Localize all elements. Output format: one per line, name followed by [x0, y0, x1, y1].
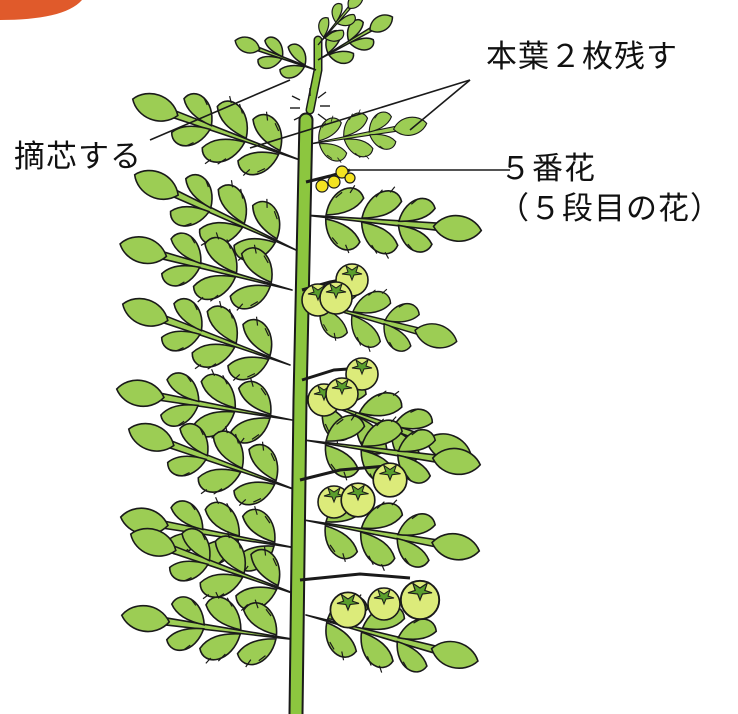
label-fifth-flower-sub: （５段目の花）	[498, 191, 722, 227]
truss-1-fruits	[299, 572, 441, 629]
top-shoot	[228, 0, 402, 121]
leader-keep-left	[249, 79, 471, 149]
leader-keep-right	[409, 79, 471, 131]
label-keep-two-leaves: 本葉２枚残す	[486, 39, 678, 75]
label-pinch: 摘芯する	[14, 139, 142, 175]
main-stem	[288, 112, 314, 714]
corner-accent	[0, 0, 82, 20]
truss-4-fruits	[301, 263, 369, 317]
truss-5-flowers	[305, 165, 356, 193]
leader-pinch	[149, 79, 291, 141]
truss-2-fruits	[299, 462, 408, 519]
truss-3-fruits	[301, 357, 379, 417]
label-fifth-flower: ５番花	[500, 151, 596, 187]
leader-lines	[149, 79, 510, 171]
